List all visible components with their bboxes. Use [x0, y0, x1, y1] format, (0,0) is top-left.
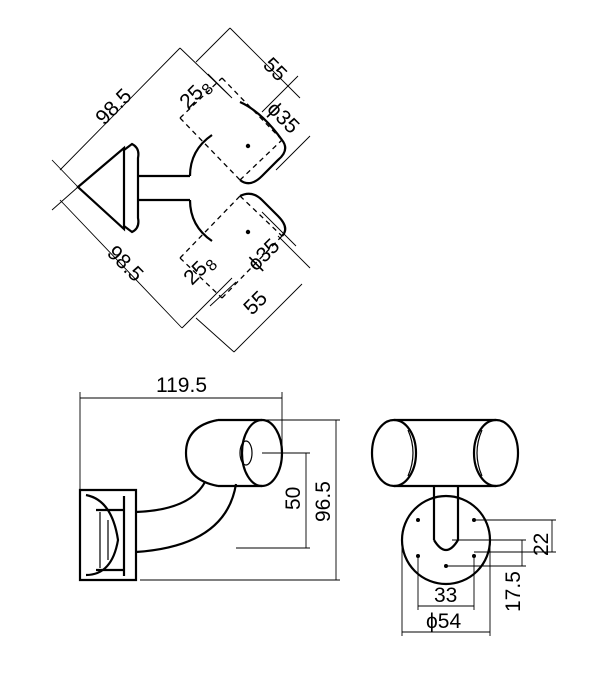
top-view-dim-dia-upper: ϕ35	[262, 97, 303, 138]
top-view-pipe-lower	[179, 195, 283, 299]
front-view-dim-line-horizontal	[401, 540, 491, 636]
top-view-ring-upper	[239, 100, 287, 185]
top-view-dim-line-dia	[261, 75, 311, 269]
front-view-hole-tl	[416, 518, 420, 522]
side-view-bracket-inner	[85, 493, 126, 577]
top-view-elbow	[188, 134, 213, 242]
side-view-dim-height-short: 50	[282, 487, 305, 510]
side-view-tube-inner	[239, 440, 253, 466]
top-view-ring-lower	[239, 192, 287, 237]
top-view-wall-plate	[76, 145, 126, 232]
top-view-dim-overall-lower: 98.5	[102, 241, 147, 286]
front-view-tube-right	[472, 418, 520, 488]
front-view-tube-left	[370, 418, 418, 488]
top-view-center-lower	[245, 229, 251, 235]
front-view-tube-inner	[407, 429, 483, 477]
top-view-dim-line-overall-upper	[51, 27, 301, 188]
top-view: 98.5 55 25 8 ϕ35 98.5 ϕ35 25 8 55	[51, 27, 311, 353]
front-view-stem-bottom	[433, 539, 459, 552]
top-view-wall-plate-back	[123, 142, 140, 234]
front-view-dim-hole-vertical: 22	[530, 533, 553, 556]
side-view-dim-height-total: 96.5	[312, 481, 335, 522]
side-view-dim-length: 119.5	[156, 374, 207, 397]
front-view-dim-base-dia: ϕ54	[426, 610, 461, 633]
side-view-dim-line-length	[79, 392, 283, 490]
top-view-dim-arm-upper: 55	[258, 53, 291, 86]
side-view-tube	[184, 418, 262, 488]
side-view-wall-bracket	[78, 488, 138, 582]
front-view-dim-line-vertical	[446, 519, 556, 567]
front-view-dim-hole-horizontal: 33	[434, 584, 457, 607]
top-view-center-upper	[245, 143, 251, 149]
side-view: 119.5 50 96.5	[78, 374, 340, 582]
front-view-tube-body	[394, 418, 496, 488]
side-view-bracket-ribs	[99, 512, 109, 568]
front-view: 22 17.5 33 ϕ54	[370, 418, 556, 636]
top-view-dim-line-overall-lower	[51, 186, 303, 353]
top-view-dim-overall-upper: 98.5	[91, 84, 136, 129]
front-view-stem	[432, 486, 460, 540]
top-view-arm	[138, 174, 190, 202]
top-view-pipe-upper	[179, 77, 283, 181]
top-view-dim-arm-lower: 55	[239, 287, 272, 320]
front-view-dim-base-offset: 17.5	[502, 571, 525, 612]
side-view-dim-line-height	[140, 419, 340, 581]
side-view-arm	[135, 481, 238, 554]
